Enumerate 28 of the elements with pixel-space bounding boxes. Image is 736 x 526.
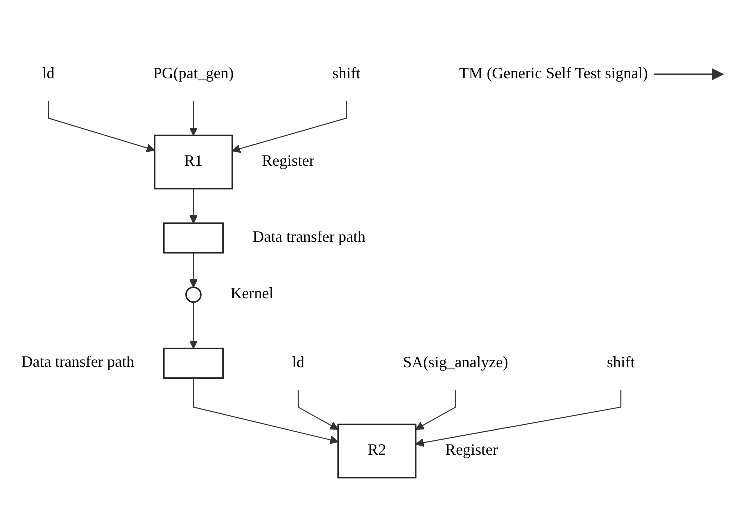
register-box: R1 [154,135,234,190]
node-caption: Register [262,153,315,170]
signal-label: TM (Generic Self Test signal) [459,66,648,82]
transfer-path-bar [163,348,224,380]
signal-label: PG(pat_gen) [153,66,234,82]
kernel-circle [186,286,202,304]
arrow [416,390,622,448]
signal-label: shift [332,66,361,82]
signal-label: ld [292,354,305,372]
signal-label: shift [607,354,636,372]
arrow [189,188,198,224]
signal-label: ld [42,66,55,82]
register-box: R2 [338,424,417,479]
arrow [189,252,198,288]
arrow [189,100,198,136]
node-caption: Kernel [230,286,274,303]
node-caption: Register [446,442,498,459]
arrow [232,100,348,154]
arrow [298,390,339,430]
arrow [193,378,339,444]
transfer-path-bar [163,222,224,254]
signal-label: SA(sig_analyze) [403,354,508,372]
arrow [416,390,456,430]
arrow [654,68,724,81]
arrow [189,302,198,350]
node-caption: Data transfer path [22,354,135,372]
arrow [48,100,156,153]
node-caption: Data transfer path [252,228,366,246]
